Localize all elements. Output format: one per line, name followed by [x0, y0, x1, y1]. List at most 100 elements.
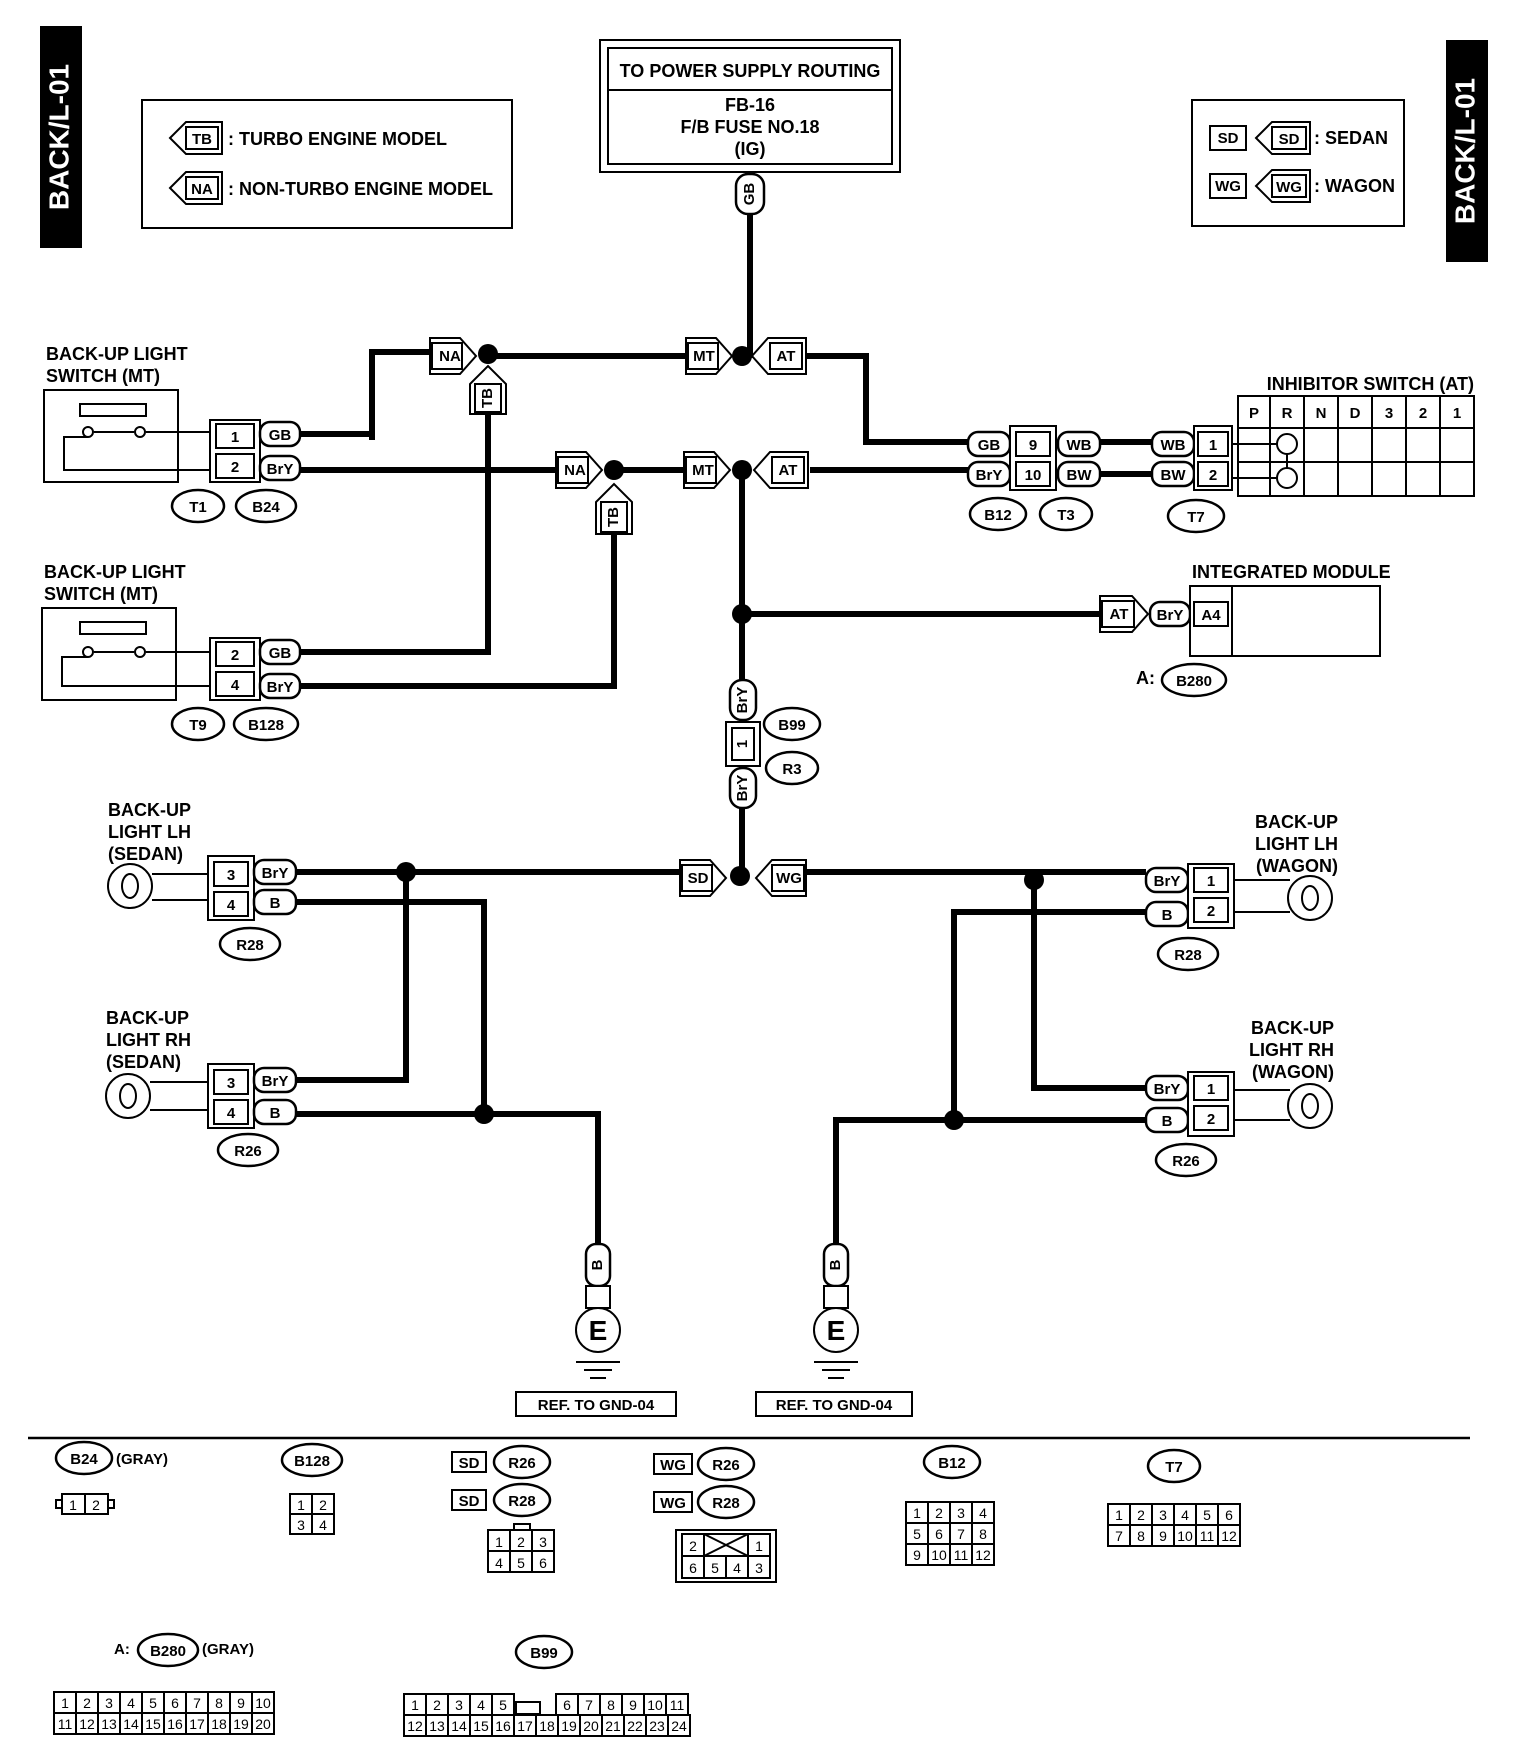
svg-text:1: 1	[69, 1497, 77, 1513]
backup-light-switch-1: BACK-UP LIGHT SWITCH (MT) 1 2 GB BrY T1 …	[43, 344, 302, 524]
b99-pin: 10	[647, 1697, 663, 1713]
svg-text:B12: B12	[984, 507, 1012, 524]
svg-text:2: 2	[231, 459, 239, 476]
b99-pin: 16	[495, 1718, 511, 1734]
b99-key	[515, 1701, 541, 1715]
svg-text:B280: B280	[1176, 673, 1212, 690]
b280-pin: 19	[233, 1716, 249, 1732]
b280-cell	[251, 1712, 275, 1735]
svg-text:4: 4	[733, 1560, 741, 1576]
b12-pin: 10	[931, 1547, 947, 1563]
svg-text:BACK-UP: BACK-UP	[1251, 1018, 1334, 1038]
svg-text:BrY: BrY	[1154, 1081, 1181, 1098]
b280-pin: 7	[193, 1695, 201, 1711]
b99-pin: 23	[649, 1718, 665, 1734]
svg-text:2: 2	[1209, 467, 1217, 484]
svg-text:2: 2	[1419, 405, 1427, 422]
svg-text:R28: R28	[712, 1495, 740, 1512]
svg-text:(GRAY): (GRAY)	[116, 1451, 168, 1468]
svg-text:AT: AT	[1110, 606, 1129, 623]
svg-text:1: 1	[1207, 1081, 1215, 1098]
svg-text:TB: TB	[479, 388, 496, 408]
svg-text:NA: NA	[191, 181, 213, 198]
b99-pin: 14	[451, 1718, 467, 1734]
svg-text:INHIBITOR SWITCH (AT): INHIBITOR SWITCH (AT)	[1267, 374, 1474, 394]
svg-text:: NON-TURBO ENGINE MODEL: : NON-TURBO ENGINE MODEL	[228, 179, 493, 199]
b280-pin: 14	[123, 1716, 139, 1732]
t7-pin: 3	[1159, 1507, 1167, 1523]
svg-text:(SEDAN): (SEDAN)	[106, 1052, 181, 1072]
svg-text:3: 3	[755, 1560, 763, 1576]
svg-text:1: 1	[1207, 873, 1215, 890]
arrow-mt-lower: MT	[683, 451, 732, 489]
arrow-at-upper: AT	[750, 337, 807, 375]
svg-text:: SEDAN: : SEDAN	[1314, 128, 1388, 148]
b12-pin: 7	[957, 1526, 965, 1542]
svg-text:T7: T7	[1187, 509, 1205, 526]
integrated-module: INTEGRATED MODULE BrY A4 A: B280	[1136, 562, 1391, 698]
svg-text:SWITCH (MT): SWITCH (MT)	[46, 366, 160, 386]
svg-text:R: R	[1282, 405, 1293, 422]
svg-text:BrY: BrY	[1154, 873, 1181, 890]
svg-text:FB-16: FB-16	[725, 95, 775, 115]
svg-text:BrY: BrY	[734, 775, 751, 802]
b280-pin: 13	[101, 1716, 117, 1732]
svg-text:4: 4	[227, 1105, 236, 1122]
t7-pin: 5	[1203, 1507, 1211, 1523]
svg-text:BrY: BrY	[262, 865, 289, 882]
b99-pin: 9	[629, 1697, 637, 1713]
svg-text:10: 10	[1025, 467, 1042, 484]
svg-text:1: 1	[1453, 405, 1461, 422]
svg-text:N: N	[1316, 405, 1327, 422]
svg-text:BACK-UP: BACK-UP	[106, 1008, 189, 1028]
b280-pin: 5	[149, 1695, 157, 1711]
b99-pin: 7	[585, 1697, 593, 1713]
svg-text:R26: R26	[1172, 1153, 1200, 1170]
b99-cell	[667, 1714, 691, 1737]
connector-b99-r3: BrY 1 BrY B99 R3	[725, 678, 822, 810]
b280-pin: 4	[127, 1695, 135, 1711]
b99-pin: 18	[539, 1718, 555, 1734]
t7-pin: 6	[1225, 1507, 1233, 1523]
svg-text:GB: GB	[741, 183, 758, 206]
svg-text:B: B	[589, 1259, 606, 1270]
ground-left: B E REF. TO GND-04	[515, 1242, 677, 1417]
svg-text:3: 3	[227, 867, 235, 884]
svg-text:SD: SD	[1218, 130, 1239, 147]
svg-text:1: 1	[734, 740, 751, 748]
b12-pin: 1	[913, 1505, 921, 1521]
svg-text:D: D	[1350, 405, 1361, 422]
svg-text:B24: B24	[70, 1451, 98, 1468]
svg-text:R28: R28	[508, 1493, 536, 1510]
svg-text:4: 4	[231, 677, 240, 694]
svg-text:R26: R26	[234, 1143, 262, 1160]
b99-pin: 12	[407, 1718, 423, 1734]
b99-pin: 2	[433, 1697, 441, 1713]
svg-text:3: 3	[1385, 405, 1393, 422]
t7-pin: 1	[1115, 1507, 1123, 1523]
svg-text:MT: MT	[693, 348, 715, 365]
b12-pin: 3	[957, 1505, 965, 1521]
svg-text:R28: R28	[236, 937, 264, 954]
b12-cell	[971, 1543, 995, 1566]
footer-b24: B24 (GRAY) 1 2	[54, 1440, 168, 1515]
svg-text:BW: BW	[1161, 467, 1187, 484]
b280-pin: 17	[189, 1716, 205, 1732]
footer-wg-r26-r28: WG R26 WG R28 2 1 6 5 4 3	[653, 1446, 777, 1583]
footer-b128: B128 1 2 3 4	[280, 1442, 344, 1535]
svg-text:2: 2	[1207, 1111, 1215, 1128]
svg-text:BrY: BrY	[976, 467, 1003, 484]
wires	[296, 214, 1152, 1244]
svg-text:B: B	[270, 895, 281, 912]
svg-text:B280: B280	[150, 1643, 186, 1660]
svg-text:SD: SD	[688, 870, 709, 887]
svg-text:(SEDAN): (SEDAN)	[108, 844, 183, 864]
svg-text:BACK/L-01: BACK/L-01	[1449, 78, 1480, 224]
svg-text:3: 3	[539, 1534, 547, 1550]
svg-text:E: E	[827, 1315, 846, 1346]
svg-text:1: 1	[495, 1534, 503, 1550]
svg-text:REF. TO GND-04: REF. TO GND-04	[776, 1397, 893, 1414]
b99-pin: 13	[429, 1718, 445, 1734]
svg-text:1: 1	[297, 1497, 305, 1513]
